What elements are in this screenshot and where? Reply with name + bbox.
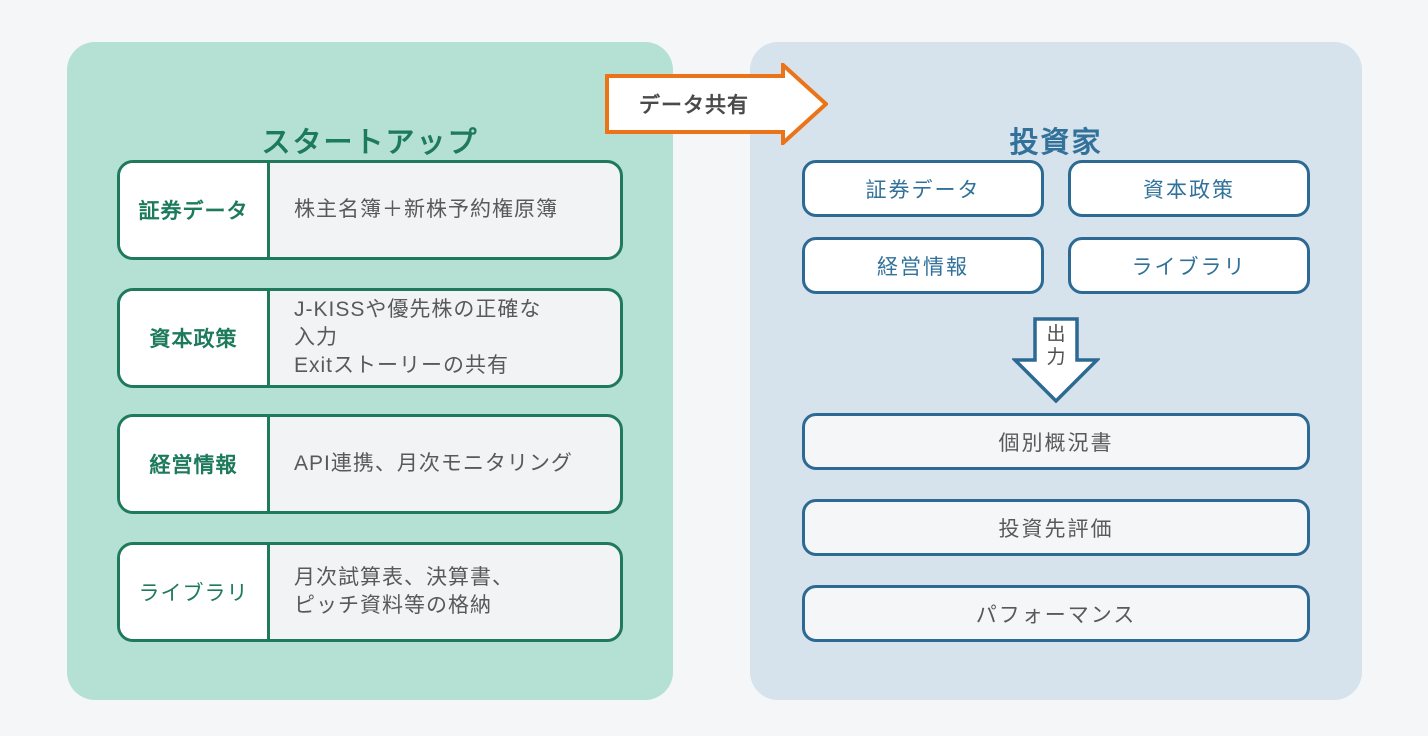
feature-row-label: 証券データ [120, 163, 270, 257]
output-arrow-label: 出 力 [1046, 324, 1066, 368]
feature-row-label: 資本政策 [120, 291, 270, 385]
feature-row-label: 経営情報 [120, 417, 270, 511]
startup-panel: スタートアップ 証券データ 株主名簿＋新株予約権原簿 資本政策 J-KISSや優… [67, 42, 673, 700]
data-share-arrow: データ共有 [605, 63, 828, 145]
feature-row-capital-policy: 資本政策 J-KISSや優先株の正確な 入力 Exitストーリーの共有 [117, 288, 623, 388]
feature-row-content: J-KISSや優先株の正確な 入力 Exitストーリーの共有 [294, 298, 542, 377]
feature-row-label: ライブラリ [120, 545, 270, 639]
down-arrow-icon [1012, 317, 1100, 403]
feature-row-library: ライブラリ 月次試算表、決算書、 ピッチ資料等の格納 [117, 542, 623, 642]
investor-panel: 投資家 証券データ 資本政策 経営情報 ライブラリ 出 力 個別概況書 投資先評… [750, 42, 1362, 700]
investor-panel-title: 投資家 [1009, 127, 1103, 159]
data-share-arrow-label: データ共有 [639, 94, 749, 117]
investor-box-securities: 証券データ [802, 160, 1044, 217]
feature-row-management-info: 経営情報 API連携、月次モニタリング [117, 414, 623, 514]
output-box-individual-summary: 個別概況書 [802, 413, 1310, 470]
output-box-investment-evaluation: 投資先評価 [802, 499, 1310, 556]
investor-box-management-info: 経営情報 [802, 237, 1044, 294]
feature-row-securities: 証券データ 株主名簿＋新株予約権原簿 [117, 160, 623, 260]
startup-panel-title: スタートアップ [261, 127, 479, 159]
feature-row-content: 株主名簿＋新株予約権原簿 [294, 198, 558, 221]
feature-row-content: API連携、月次モニタリング [294, 452, 573, 475]
investor-box-library: ライブラリ [1068, 237, 1310, 294]
right-arrow-icon [605, 63, 828, 145]
output-box-performance: パフォーマンス [802, 585, 1310, 642]
feature-row-content: 月次試算表、決算書、 ピッチ資料等の格納 [294, 566, 514, 617]
investor-box-capital-policy: 資本政策 [1068, 160, 1310, 217]
output-down-arrow: 出 力 [1012, 317, 1100, 403]
